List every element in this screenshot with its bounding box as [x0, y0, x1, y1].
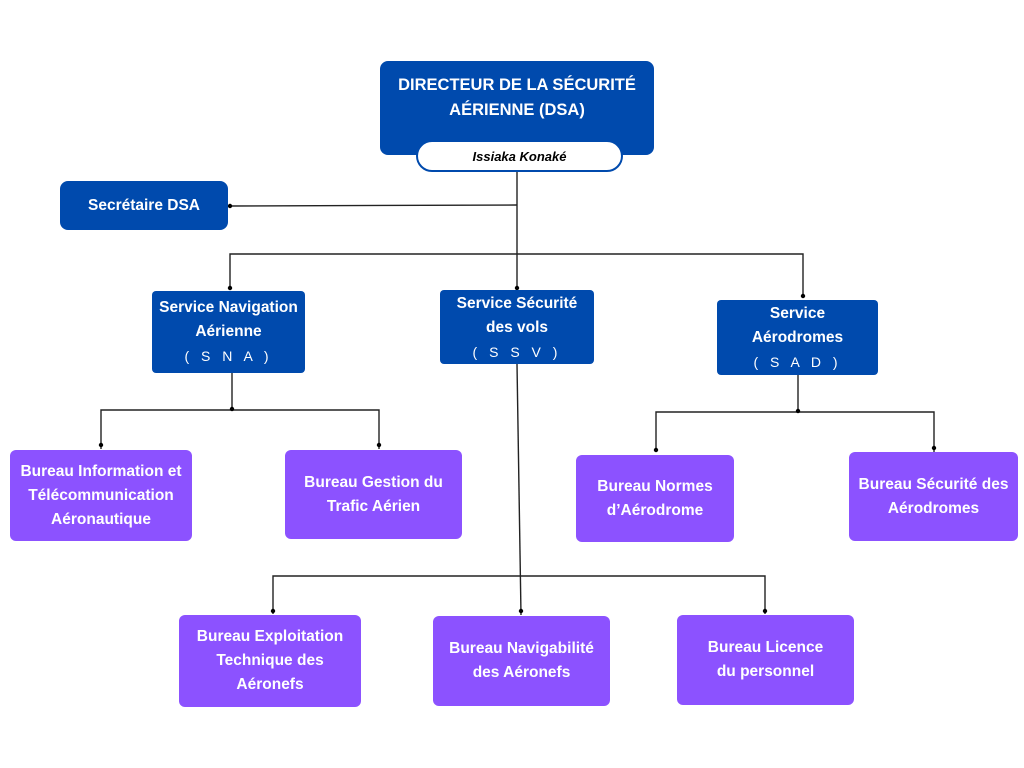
connector-dot: [514, 285, 520, 291]
connector-dot: [800, 293, 806, 299]
connector-dot: [229, 406, 235, 412]
connector-dot: [270, 608, 276, 614]
bureau-information-telecom-box: Bureau Information et Télécommunication …: [10, 450, 192, 541]
bureau-line: Aéronautique: [51, 510, 151, 528]
bureau-line: Aérodromes: [887, 499, 980, 517]
service-ssv-line1: Service Sécurité: [456, 295, 578, 312]
connector-dot: [762, 608, 768, 614]
bureau-line: Bureau Exploitation: [196, 628, 344, 645]
bureau-navigabilite-box: Bureau Navigabilité des Aéronefs: [433, 616, 610, 706]
connector-dot: [98, 442, 104, 448]
bureau-gestion-trafic-box: Bureau Gestion du Trafic Aérien: [285, 450, 462, 539]
secretary-box: Secrétaire DSA: [60, 181, 228, 230]
connector-secretary: [229, 204, 518, 207]
bureau-exploitation-technique-box: Bureau Exploitation Technique des Aérone…: [179, 615, 361, 707]
director-title-line2: AÉRIENNE (DSA): [449, 101, 585, 119]
bureau-line: Bureau Normes: [597, 477, 713, 495]
service-ssv-abbr: ( S S V ): [472, 344, 562, 360]
bureau-line: d’Aérodrome: [606, 501, 704, 519]
connector-dot: [518, 608, 524, 614]
bureau-line: Bureau Gestion du: [304, 473, 443, 491]
bureau-line: Bureau Sécurité des: [858, 475, 1009, 493]
bureau-line: Trafic Aérien: [326, 497, 421, 515]
service-sna-line1: Service Navigation: [159, 299, 298, 316]
director-box: DIRECTEUR DE LA SÉCURITÉ AÉRIENNE (DSA): [380, 61, 654, 155]
bureau-line: du personnel: [716, 663, 815, 680]
connector-sna-branch: [100, 373, 380, 449]
bureau-line: Aéronefs: [236, 676, 304, 693]
service-ssv-line2: des vols: [485, 319, 549, 336]
service-ssv-box: Service Sécurité des vols ( S S V ): [440, 290, 594, 364]
connector-ssv-branch: [272, 575, 766, 614]
connector-ssv-trunk: [516, 363, 522, 616]
bureau-line: des Aéronefs: [472, 664, 571, 681]
bureau-line: Bureau Navigabilité: [449, 640, 594, 657]
service-sna-abbr: ( S N A ): [184, 348, 273, 364]
service-sna-box: Service Navigation Aérienne ( S N A ): [152, 291, 305, 373]
service-sad-abbr: ( S A D ): [753, 353, 842, 370]
bureau-line: Bureau Information et: [20, 462, 182, 480]
bureau-line: Télécommunication: [28, 486, 174, 504]
connector-dot: [653, 447, 659, 453]
service-sad-box: Service Aérodromes ( S A D ): [717, 300, 878, 375]
service-sad-line1: Service: [769, 304, 826, 322]
bureau-line: Technique des: [216, 652, 324, 669]
secretary-label: Secrétaire DSA: [87, 196, 200, 214]
connector-dot: [227, 203, 233, 209]
service-sna-line2: Aérienne: [195, 323, 262, 340]
connector-dot: [227, 285, 233, 291]
bureau-normes-aerodrome-box: Bureau Normes d’Aérodrome: [576, 455, 734, 542]
director-name-pill: Issiaka Konaké: [416, 140, 623, 172]
connector-services-bar: [229, 253, 804, 298]
director-title-line1: DIRECTEUR DE LA SÉCURITÉ: [398, 76, 636, 94]
bureau-securite-aerodromes-box: Bureau Sécurité des Aérodromes: [849, 452, 1018, 541]
service-sad-line2: Aérodromes: [751, 328, 844, 346]
connector-sad-branch: [655, 375, 935, 452]
connector-dot: [795, 408, 801, 414]
bureau-line: Bureau Licence: [707, 639, 824, 656]
connector-dot: [931, 445, 937, 451]
connector-dot: [376, 442, 382, 448]
bureau-licence-personnel-box: Bureau Licence du personnel: [677, 615, 854, 705]
